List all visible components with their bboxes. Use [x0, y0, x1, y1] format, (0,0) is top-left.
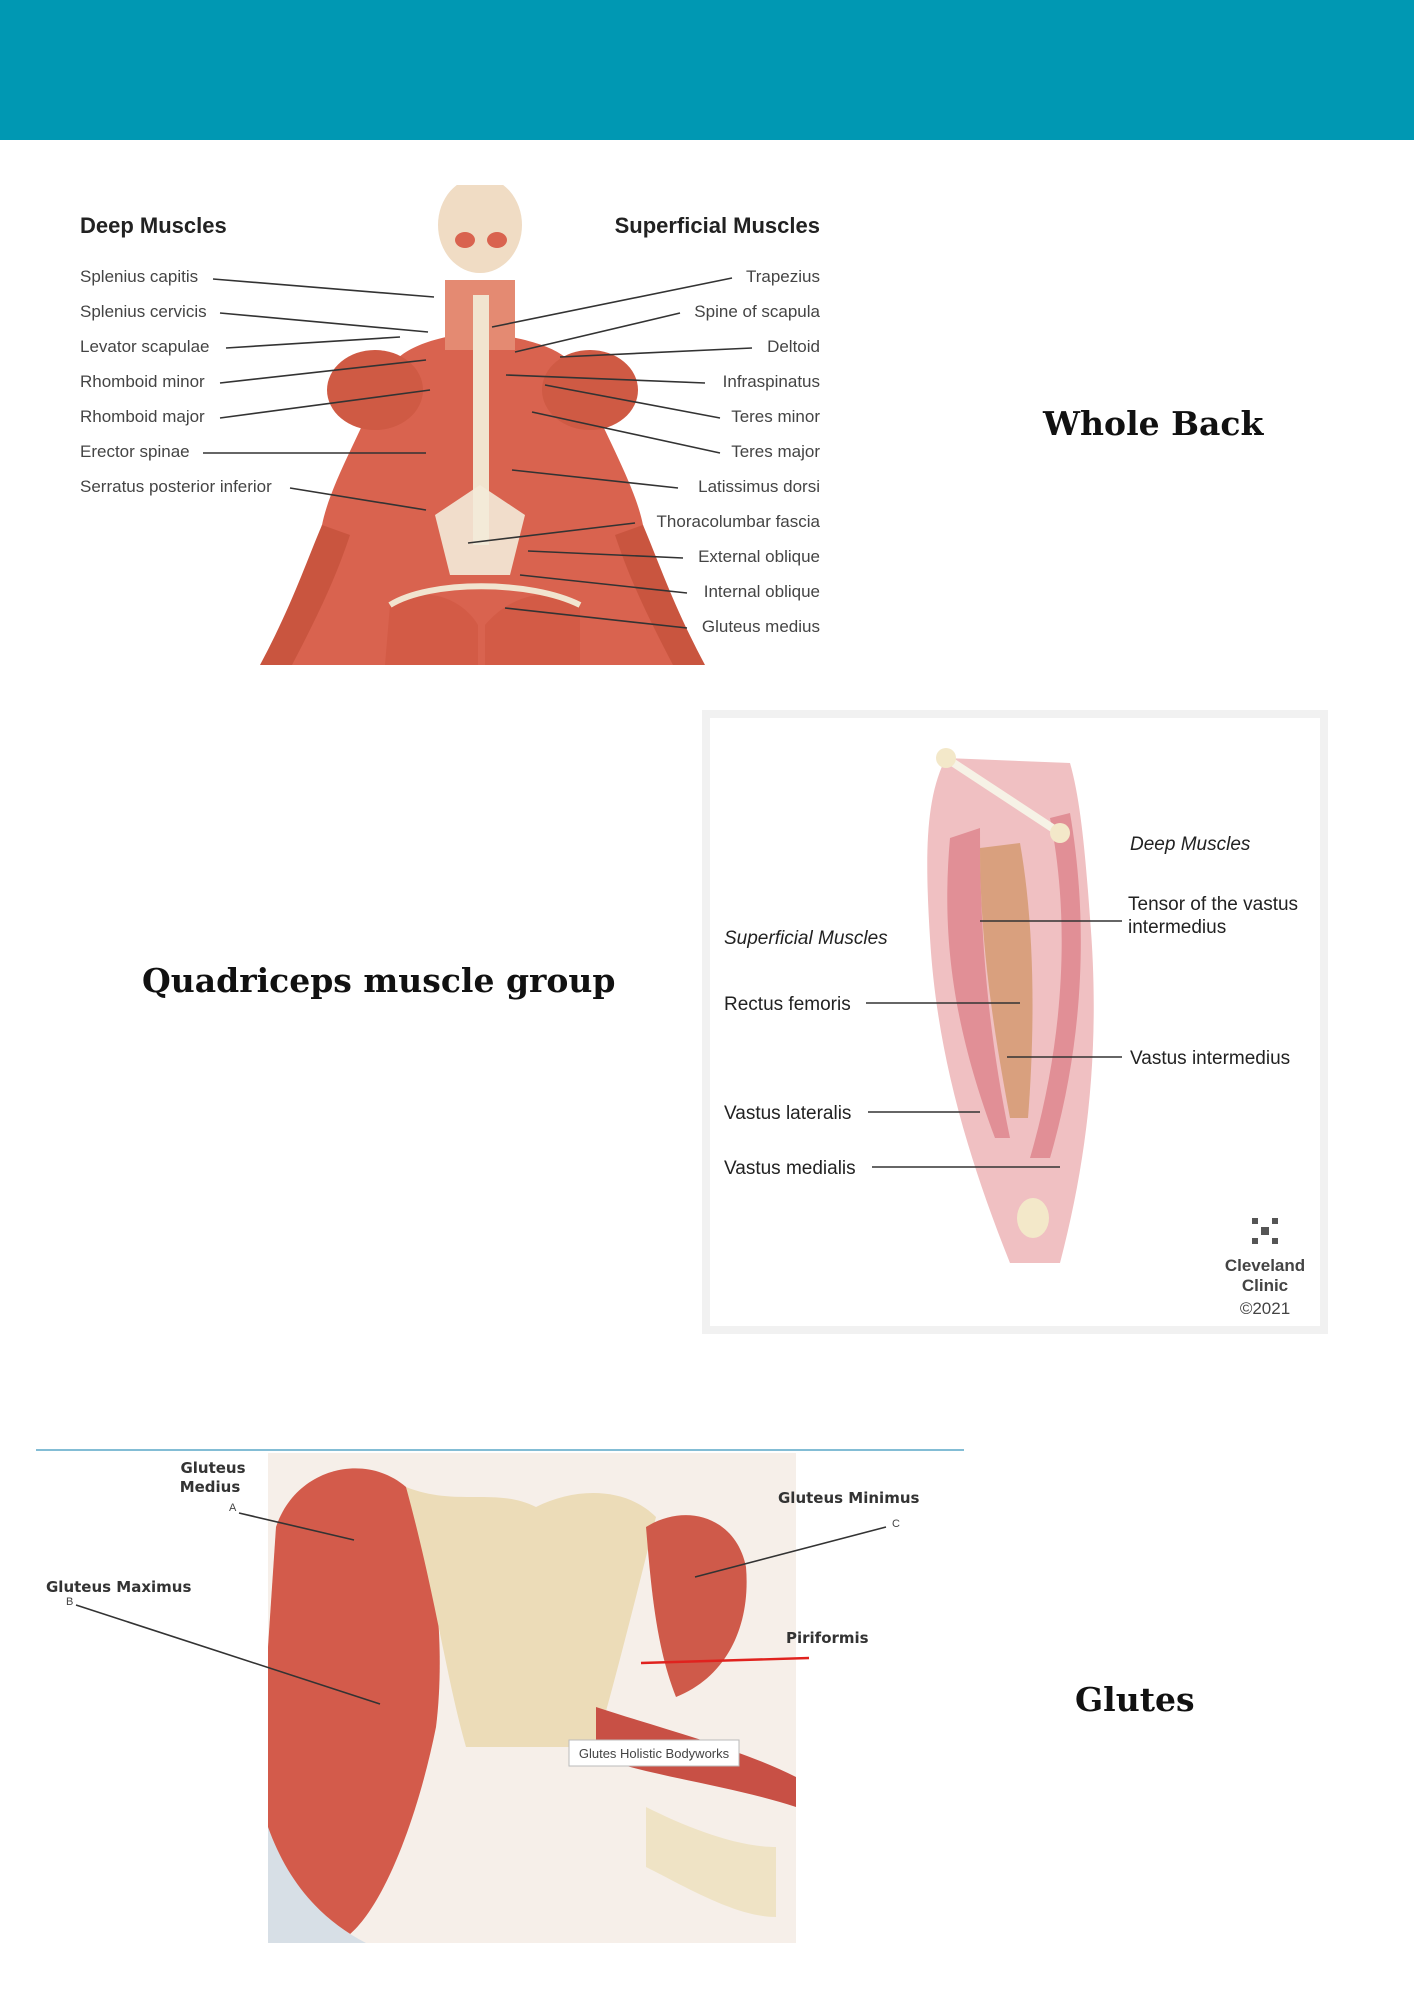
label-deltoid: Deltoid: [767, 337, 820, 356]
label-serratus-posterior-inferior: Serratus posterior inferior: [80, 477, 272, 496]
label-thoracolumbar-fascia: Thoracolumbar fascia: [657, 512, 821, 531]
label-splenius-cervicis: Splenius cervicis: [80, 302, 207, 321]
label-splenius-capitis: Splenius capitis: [80, 267, 198, 286]
label-tensor-vastus-intermedius-line2: intermedius: [1128, 917, 1226, 938]
glutes-svg: Gluteus Medius A Gluteus Maximus B Glute…: [36, 1449, 964, 1943]
label-erector-spinae: Erector spinae: [80, 442, 190, 461]
cleveland-clinic-logo-icon: [1252, 1218, 1278, 1244]
credit-cleveland: Cleveland: [1225, 1256, 1305, 1275]
label-vastus-lateralis: Vastus lateralis: [724, 1103, 851, 1124]
label-gluteus-medius-line1: Gluteus: [180, 1459, 245, 1477]
back-superficial-heading: Superficial Muscles: [615, 213, 820, 238]
header-bar: [0, 0, 1414, 140]
glutes-figure: Gluteus Medius A Gluteus Maximus B Glute…: [36, 1447, 966, 1947]
quadriceps-figure: Deep Muscles Superficial Muscles Tensor …: [702, 710, 1328, 1334]
label-spine-of-scapula: Spine of scapula: [694, 302, 820, 321]
back-muscles-svg: Deep Muscles Superficial Muscles Spleniu…: [80, 185, 821, 665]
label-latissimus-dorsi: Latissimus dorsi: [698, 477, 820, 496]
title-quadriceps: Quadriceps muscle group: [142, 961, 616, 1000]
title-whole-back: Whole Back: [1043, 404, 1264, 443]
label-gluteus-medius-line2: Medius: [180, 1478, 241, 1496]
back-muscles-figure: Deep Muscles Superficial Muscles Spleniu…: [60, 185, 840, 665]
label-gluteus-medius-letter: A: [229, 1502, 237, 1514]
label-teres-minor: Teres minor: [731, 407, 820, 426]
quadriceps-illustration: [927, 748, 1094, 1263]
title-glutes: Glutes: [1075, 1680, 1195, 1719]
label-levator-scapulae: Levator scapulae: [80, 337, 209, 356]
label-tensor-vastus-intermedius-line1: Tensor of the vastus: [1128, 894, 1298, 915]
label-gluteus-minimus: Gluteus Minimus: [778, 1489, 920, 1507]
label-gluteus-medius: Gluteus medius: [702, 617, 820, 636]
label-gluteus-maximus-letter: B: [66, 1596, 73, 1608]
label-teres-major: Teres major: [731, 442, 820, 461]
label-piriformis: Piriformis: [786, 1629, 869, 1647]
quads-deep-heading: Deep Muscles: [1130, 834, 1251, 855]
glutes-watermark: Glutes Holistic Bodyworks: [579, 1746, 730, 1761]
back-superficial-labels: Trapezius Spine of scapula Deltoid Infra…: [467, 267, 821, 636]
credit-year: ©2021: [1240, 1299, 1290, 1318]
label-vastus-medialis: Vastus medialis: [724, 1158, 856, 1179]
label-vastus-intermedius: Vastus intermedius: [1130, 1048, 1290, 1069]
label-trapezius: Trapezius: [746, 267, 820, 286]
label-infraspinatus: Infraspinatus: [723, 372, 820, 391]
label-gluteus-minimus-letter: C: [892, 1518, 900, 1530]
label-rectus-femoris: Rectus femoris: [724, 994, 851, 1015]
label-gluteus-maximus: Gluteus Maximus: [46, 1578, 191, 1596]
back-body-illustration: [260, 185, 705, 665]
quads-superficial-heading: Superficial Muscles: [724, 928, 888, 949]
label-internal-oblique: Internal oblique: [704, 582, 820, 601]
back-deep-heading: Deep Muscles: [80, 213, 227, 238]
label-rhomboid-minor: Rhomboid minor: [80, 372, 205, 391]
label-rhomboid-major: Rhomboid major: [80, 407, 205, 426]
glutes-illustration: [268, 1453, 796, 1943]
credit-clinic: Clinic: [1242, 1276, 1288, 1295]
quadriceps-svg: Deep Muscles Superficial Muscles Tensor …: [724, 748, 1305, 1318]
label-external-oblique: External oblique: [698, 547, 820, 566]
back-deep-labels: Splenius capitis Splenius cervicis Levat…: [80, 267, 435, 511]
